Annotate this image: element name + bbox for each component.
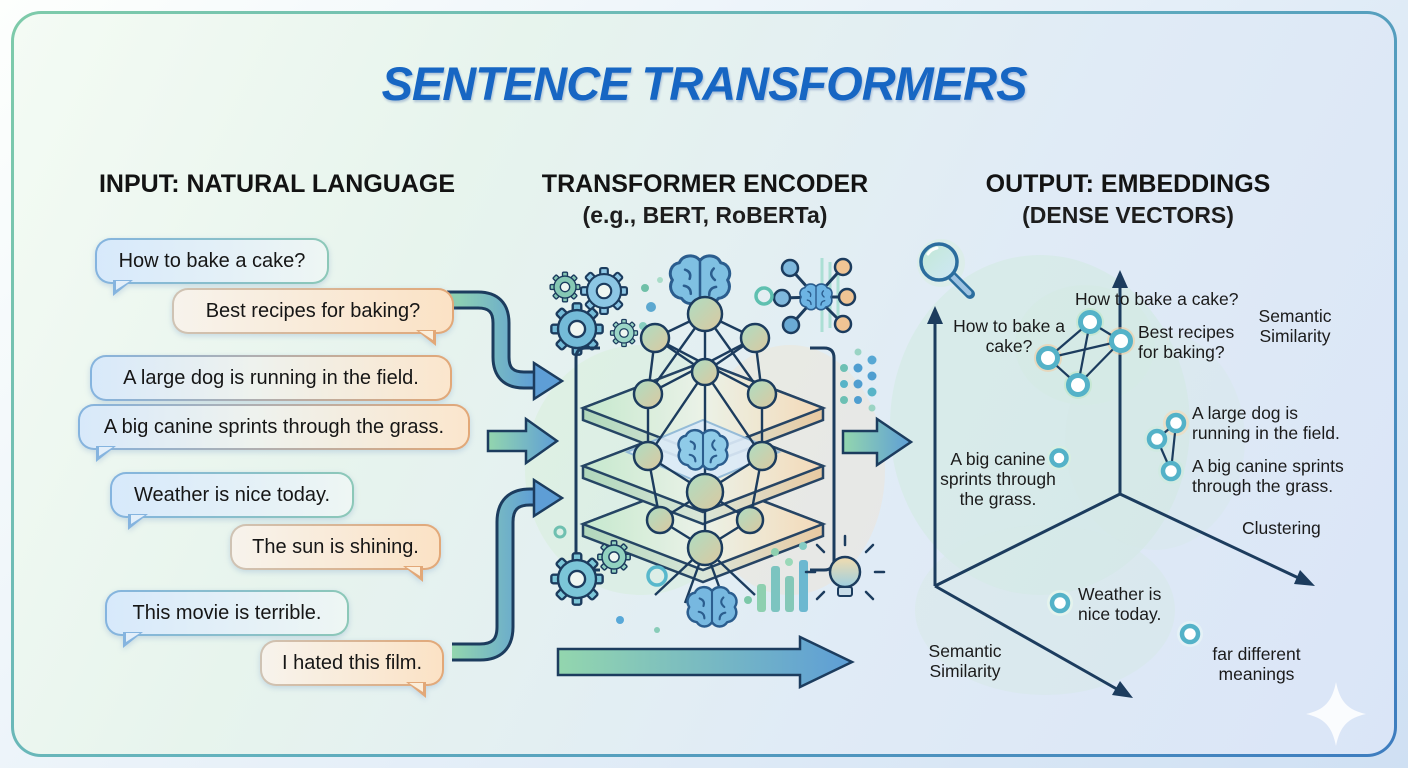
bubble-movie-terrible: This movie is terrible. (105, 590, 349, 636)
bubble-best-recipes: Best recipes for baking? (172, 288, 454, 334)
label-clustering: Clustering (1242, 518, 1321, 538)
input-heading: INPUT: NATURAL LANGUAGE (98, 170, 455, 198)
label-semantic-similarity-top: Semantic Similarity (1258, 306, 1332, 347)
bubble-big-canine: A big canine sprints through the grass. (78, 404, 470, 450)
label-query-left: How to bake a cake? (953, 316, 1065, 357)
label-semantic-similarity-bottom: Semantic Similarity (928, 641, 1002, 682)
output-subheading: (DENSE VECTORS) (1022, 202, 1234, 228)
bubble-weather: Weather is nice today. (110, 472, 354, 518)
label-big-canine-left: A big canine sprints through the grass. (940, 449, 1056, 510)
output-heading: OUTPUT: EMBEDDINGS (985, 170, 1271, 198)
label-query-top: How to bake a cake? (1075, 289, 1239, 309)
label-large-dog: A large dog is running in the field. (1192, 403, 1340, 444)
main-title: SENTENCE TRANSFORMERS (381, 57, 1028, 110)
label-big-canine-right: A big canine sprints through the grass. (1192, 456, 1344, 497)
label-far-different: far different meanings (1212, 644, 1301, 685)
encoder-subheading: (e.g., BERT, RoBERTa) (582, 202, 828, 228)
bubble-large-dog: A large dog is running in the field. (90, 355, 452, 401)
bubble-hated-film: I hated this film. (260, 640, 444, 686)
label-query-right: Best recipes for baking? (1138, 322, 1235, 363)
encoder-heading: TRANSFORMER ENCODER (541, 170, 869, 198)
label-weather: Weather is nice today. (1078, 584, 1162, 625)
bubble-how-to-bake: How to bake a cake? (95, 238, 329, 284)
bubble-sun-shining: The sun is shining. (230, 524, 441, 570)
